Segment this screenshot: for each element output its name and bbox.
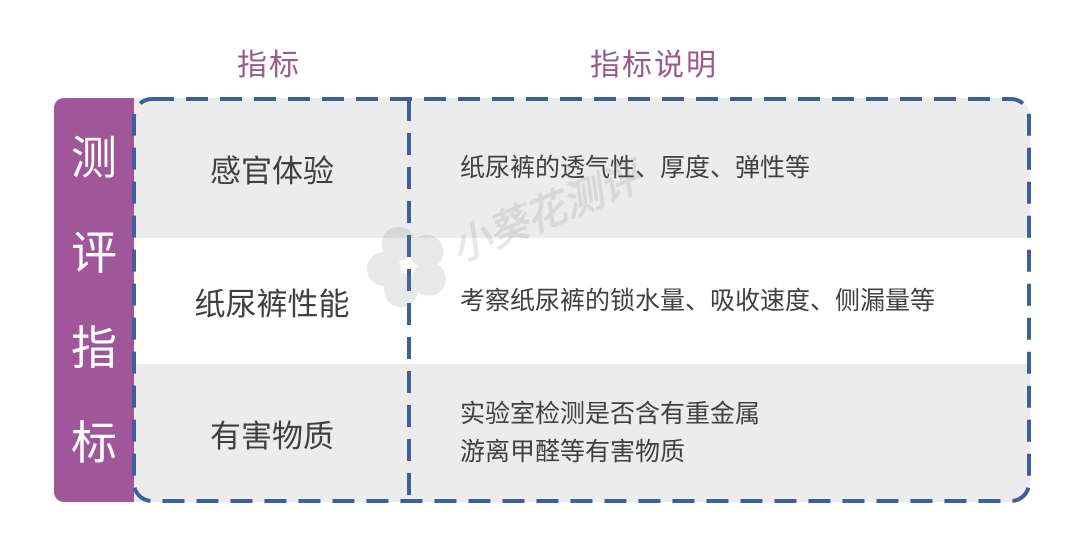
indicator-cell: 有害物质 [210,418,334,455]
side-label-char: 指 [71,320,117,375]
description-cell: 实验室检测是否含有重金属 游离甲醛等有害物质 [460,364,1020,502]
indicator-column-header: 指标 [237,48,301,83]
table-row: 纸尿裤性能 考察纸尿裤的锁水量、吸收速度、侧漏量等 [134,238,1030,364]
indicator-cell: 感官体验 [210,153,334,190]
description-line: 实验室检测是否含有重金属 [460,399,761,428]
description-cell: 考察纸尿裤的锁水量、吸收速度、侧漏量等 [460,238,1020,364]
description-line: 游离甲醛等有害物质 [460,437,686,466]
description-column-header: 指标说明 [590,48,718,83]
table-row: 有害物质 实验室检测是否含有重金属 游离甲醛等有害物质 [134,364,1030,502]
side-label-char: 测 [71,130,117,185]
side-label-char: 标 [71,415,117,470]
side-label-char: 评 [71,225,117,280]
description-line: 考察纸尿裤的锁水量、吸收速度、侧漏量等 [460,286,936,315]
side-label: 测 评 指 标 [54,98,134,502]
